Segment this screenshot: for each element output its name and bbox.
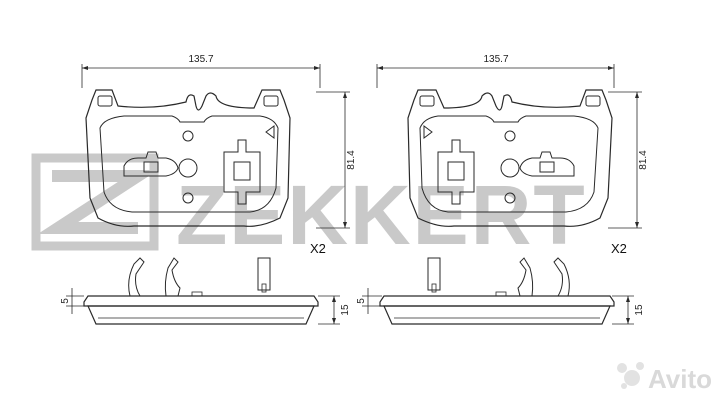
left-side-small-label: 5	[60, 298, 71, 304]
right-height-label: 81.4	[638, 150, 649, 170]
left-quantity-label: X2	[310, 241, 326, 256]
site-badge: Avito	[617, 362, 712, 394]
left-height-label: 81.4	[346, 150, 357, 170]
left-pad: 135.7 81.4 X2 5 15	[60, 54, 357, 325]
left-side-total-label: 15	[340, 304, 351, 316]
right-side-small-label: 5	[356, 298, 367, 304]
right-quantity-label: X2	[611, 241, 627, 256]
avito-dots-icon	[617, 362, 644, 389]
watermark: ZEKKERT	[31, 153, 587, 262]
left-width-label: 135.7	[188, 54, 213, 65]
zekkert-logo-icon	[31, 153, 159, 251]
right-pad: 135.7 81.4 X2 5 15	[356, 54, 649, 325]
site-badge-text: Avito	[648, 364, 712, 394]
watermark-brand: ZEKKERT	[176, 168, 587, 262]
left-pad-side-view	[83, 257, 319, 325]
right-width-label: 135.7	[483, 54, 508, 65]
right-side-total-label: 15	[634, 304, 645, 316]
right-pad-side-view	[379, 257, 615, 325]
